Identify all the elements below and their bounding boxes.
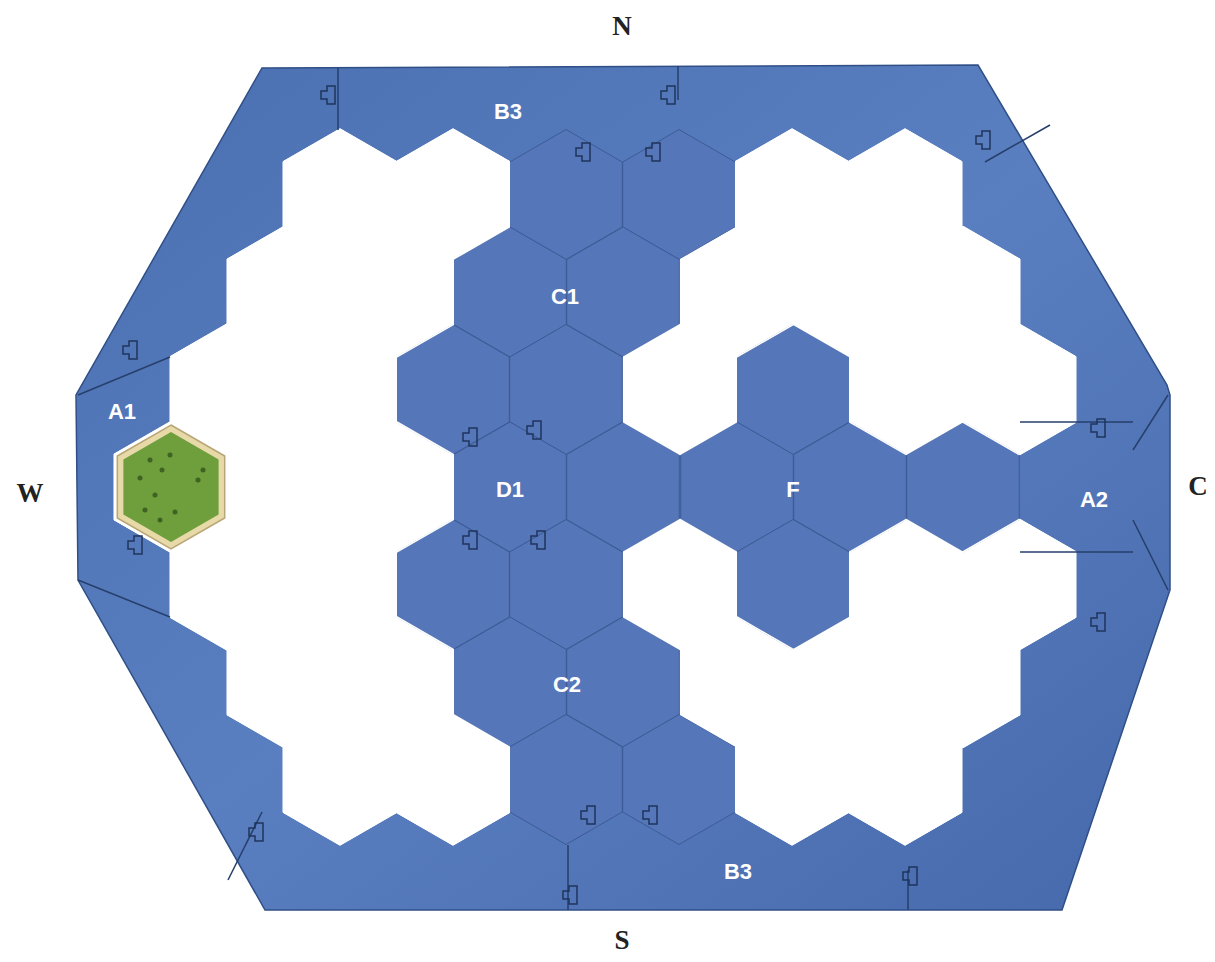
frame-seam	[78, 357, 170, 395]
sea-hexes	[397, 130, 1020, 845]
puzzle-tab	[463, 428, 477, 446]
empty-hex	[735, 714, 849, 846]
empty-hex-edge	[963, 520, 1076, 650]
empty-hex-edge	[228, 617, 341, 747]
empty-hex-edge	[284, 715, 397, 845]
empty-hex-edge	[681, 227, 794, 357]
empty-hex-edge	[624, 325, 737, 455]
empty-hex-edge	[736, 715, 849, 845]
grass-tuft	[196, 478, 201, 483]
frame-piece-label: C2	[553, 674, 581, 696]
empty-hex-edge	[850, 325, 963, 455]
puzzle-tab	[976, 131, 990, 149]
empty-hex-edge	[963, 325, 1076, 455]
puzzle-tab	[463, 531, 477, 549]
grass-tuft	[143, 508, 148, 513]
puzzle-tab	[646, 143, 660, 161]
compass-letter: C	[1188, 473, 1208, 500]
frame-seam	[337, 68, 339, 130]
puzzle-tab	[1091, 419, 1105, 437]
empty-hex-edge	[228, 422, 341, 552]
puzzle-tab	[128, 536, 142, 554]
puzzle-tab	[527, 421, 541, 439]
frame-piece-label: B3	[494, 101, 522, 123]
frame-seam	[907, 870, 909, 910]
empty-hex-edge	[681, 617, 794, 747]
grass-tuft	[148, 458, 153, 463]
puzzle-tab	[123, 341, 137, 359]
puzzle-tab	[249, 823, 263, 841]
sea-hex	[623, 715, 736, 845]
frame-seams	[78, 66, 1168, 910]
empty-hex-edge	[341, 227, 454, 357]
empty-hex	[848, 714, 962, 846]
puzzle-tab	[576, 143, 590, 161]
puzzle-tab	[531, 531, 545, 549]
empty-hex-edge	[849, 130, 962, 260]
empty-hex-edge	[115, 422, 228, 552]
puzzle-tab	[661, 86, 675, 104]
frame-seam	[677, 66, 679, 100]
grass-tuft	[158, 518, 163, 523]
empty-hex-edge	[284, 520, 397, 650]
puzzle-tab	[1091, 613, 1105, 631]
frame-piece-label: C1	[551, 286, 579, 308]
frame-seam	[985, 125, 1050, 162]
sea-hex	[737, 520, 850, 650]
empty-hex-edge	[907, 227, 1020, 357]
puzzle-tab	[643, 806, 657, 824]
compass-letter: S	[614, 927, 629, 954]
frame-seam	[1133, 520, 1168, 590]
open-area	[114, 129, 1076, 846]
grass-tuft	[153, 493, 158, 498]
frame-piece-label: D1	[496, 479, 524, 501]
land-hex-grass	[123, 432, 218, 542]
frame-piece-label: A2	[1080, 489, 1108, 511]
puzzle-tab	[581, 806, 595, 824]
empty-hex-edge	[341, 617, 454, 747]
frame-piece-label: F	[786, 479, 799, 501]
frame-seam	[1020, 421, 1133, 423]
grass-tuft	[138, 476, 143, 481]
empty-hex-edge	[624, 520, 737, 650]
empty-hex-edge	[794, 227, 907, 357]
grass-tuft	[173, 510, 178, 515]
frame-outline	[76, 65, 1170, 910]
frame-seam	[78, 580, 170, 617]
frame-seam	[228, 812, 262, 880]
puzzle-tab	[563, 886, 577, 904]
sea-hex	[907, 422, 1020, 552]
sea-hex	[510, 715, 623, 845]
empty-hex-edge	[794, 617, 907, 747]
empty-hex-edge	[228, 227, 341, 357]
frame-piece-label: B3	[724, 861, 752, 883]
puzzle-tab	[903, 867, 917, 885]
puzzle-tab	[321, 86, 335, 104]
compass-letter: N	[612, 13, 632, 40]
empty-hex	[283, 714, 397, 846]
frame-piece-label: A1	[108, 401, 136, 423]
empty-hex-edge	[397, 130, 510, 260]
frame-seam	[1133, 395, 1168, 450]
grass-tuft	[160, 468, 165, 473]
land-hex	[117, 425, 224, 549]
grass-tuft	[168, 453, 173, 458]
land-hex-border	[117, 425, 224, 549]
puzzle-connectors	[123, 86, 1105, 904]
frame-inner-shade	[115, 130, 1076, 845]
empty-hex-edge	[849, 715, 962, 845]
grass-tuft	[201, 468, 206, 473]
empty-hex-edge	[736, 130, 849, 260]
compass-letter: W	[17, 480, 44, 507]
frame-seam	[1020, 551, 1133, 553]
empty-hex-edge	[341, 422, 454, 552]
empty-hex-edge	[284, 130, 397, 260]
empty-hex-edge	[907, 617, 1020, 747]
empty-hex-edge	[284, 325, 397, 455]
empty-hex-edge	[397, 715, 510, 845]
empty-hex-edge	[850, 520, 963, 650]
